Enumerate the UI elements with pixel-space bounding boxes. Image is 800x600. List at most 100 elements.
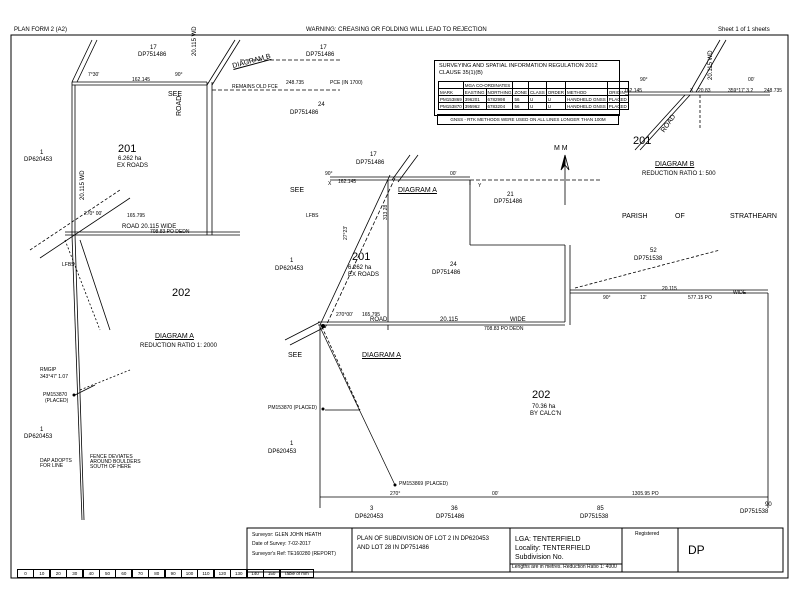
scale-tick: 110	[197, 569, 215, 578]
see-label: SEE	[168, 91, 183, 98]
wide-label: WIDE	[510, 317, 526, 323]
bearing: 90°	[640, 77, 648, 83]
cell: HANDHELD GNSS	[565, 102, 608, 110]
scale-tick: 70	[131, 569, 149, 578]
ex-roads: EX ROADS	[117, 163, 149, 169]
dp-label: DP751486	[436, 514, 465, 520]
rmgip-bearing: 343°47' 1.07	[40, 374, 68, 380]
fence-note: FENCE DEVIATES AROUND BOULDERS SOUTH OF …	[90, 454, 141, 470]
road-width: 20.115 WD	[80, 170, 86, 200]
dp-label: DP751486	[432, 270, 461, 276]
lot-label: 24	[318, 102, 325, 108]
survey-date: Date of Survey: 7-02-2017	[252, 541, 311, 547]
pm-label: PM153870 (PLACED)	[268, 405, 317, 411]
cell: U	[545, 95, 567, 103]
lot-label: 17	[370, 152, 377, 158]
bearing: 90°	[175, 72, 183, 78]
dap-note: DAP ADOPTS FOR LINE	[40, 458, 72, 469]
lfbs-label: LFBS	[62, 262, 75, 268]
col-mark: MARK	[438, 88, 464, 96]
dp-label: DP620453	[24, 157, 53, 163]
distance: 313.28	[383, 204, 389, 220]
lot-area: 6.262 ha	[118, 156, 142, 162]
scale-tick: 80	[148, 569, 166, 578]
scale-tick: 60	[115, 569, 133, 578]
pm-label: PM153870	[43, 392, 68, 398]
lot-number: 202	[172, 287, 191, 299]
by-calc: BY CALC'N	[530, 411, 562, 417]
mga-header: MGA CO-ORDINATES	[462, 81, 514, 89]
lot-label: 52	[650, 248, 657, 254]
lot-label: 36	[451, 506, 458, 512]
parish-label: PARISH	[622, 213, 648, 220]
scale-tick: 50	[99, 569, 117, 578]
distance: 162.145	[338, 179, 357, 185]
lot-number: 201	[118, 143, 137, 155]
scale-tick: 10	[33, 569, 51, 578]
ex-roads: EX ROADS	[348, 272, 380, 278]
cell: U	[527, 95, 547, 103]
corner-mark: Y	[478, 183, 482, 189]
plan-title-line2: AND LOT 28 IN DP751486	[357, 545, 429, 551]
bearing: 270°	[390, 491, 401, 497]
road-depth: 708.83 PO DEDN	[484, 326, 524, 332]
lot-number: 202	[532, 389, 551, 401]
table-row: PM153869 396201 6782998 56 U U HANDHELD …	[438, 95, 629, 103]
lga: LGA: TENTERFIELD	[515, 536, 581, 543]
diagram-title: DIAGRAM B	[655, 161, 695, 168]
see-label: SEE	[290, 187, 305, 194]
reduction-ratio: REDUCTION RATIO 1: 2000	[140, 343, 217, 349]
cell: 396201	[462, 95, 487, 103]
pm-label: PM153869 (PLACED)	[399, 481, 448, 487]
dp-label: DP620453	[355, 514, 384, 520]
distance: 165.795	[362, 312, 381, 318]
bearing: 270° 00'	[84, 211, 103, 217]
subdivision-no: Subdivision No.	[515, 554, 564, 561]
scale-tick: 20	[49, 569, 67, 578]
distance: 20.83	[698, 88, 711, 94]
cell: 56	[512, 102, 529, 110]
distance: 165.795	[127, 213, 146, 219]
col-order: ORDER	[545, 88, 567, 96]
diagram-ref: DIAGRAM A	[398, 187, 437, 194]
lot-label: 1	[290, 441, 294, 447]
bearing: 90°	[325, 171, 333, 177]
diagram-title: DIAGRAM A	[155, 333, 194, 340]
reduction-ratio: REDUCTION RATIO 1: 500	[642, 171, 716, 177]
coordinate-table: SURVEYING AND SPATIAL INFORMATION REGULA…	[434, 60, 629, 116]
road-depth: 708.83 PO DEDN	[150, 229, 190, 235]
dp-label: DP751486	[356, 160, 385, 166]
title-block: Surveyor: GLEN JOHN HEATH Date of Survey…	[247, 528, 783, 572]
bearing: 90°	[603, 295, 611, 301]
surveyor-ref: Surveyor's Ref: TE160280 (REPORT)	[252, 551, 336, 557]
dp-label: DP	[688, 543, 705, 557]
cell: U	[545, 102, 567, 110]
rmgip-label: RMGIP	[40, 367, 57, 373]
road-length: 577.15 PO	[688, 295, 712, 301]
dp-label: DP751486	[306, 52, 335, 58]
scale-tick: 30	[66, 569, 84, 578]
scale-tick: 130	[230, 569, 248, 578]
distance: 1305.95 PO	[632, 491, 659, 497]
dp-label: DP751486	[494, 199, 523, 205]
warning-text: WARNING: CREASING OR FOLDING WILL LEAD T…	[306, 27, 487, 33]
dp-label: DP751538	[740, 509, 769, 515]
parish-of: OF	[675, 213, 685, 220]
bearing: 00'	[748, 77, 755, 83]
cell: 395962	[462, 102, 487, 110]
col-class: CLASS	[527, 88, 547, 96]
lot-label: 90	[765, 502, 772, 508]
road-width: 20.115	[662, 286, 677, 292]
distance: 248.735	[286, 80, 305, 86]
dp-label: DP620453	[275, 266, 304, 272]
lot-number: 201	[352, 251, 371, 263]
lot-label: 1	[40, 427, 44, 433]
cell: PLACED	[606, 102, 629, 110]
plan-form-label: PLAN FORM 2 (A2)	[14, 27, 68, 33]
dp-label: DP751538	[634, 256, 663, 262]
lot-label: 21	[507, 192, 514, 198]
pm-placed: (PLACED)	[45, 398, 69, 404]
road-label: ROAD 20.115 WIDE	[122, 224, 177, 230]
bearing: 359°17' 3.2	[728, 88, 754, 94]
sheet-count: Sheet 1 of 1 sheets	[718, 27, 770, 33]
